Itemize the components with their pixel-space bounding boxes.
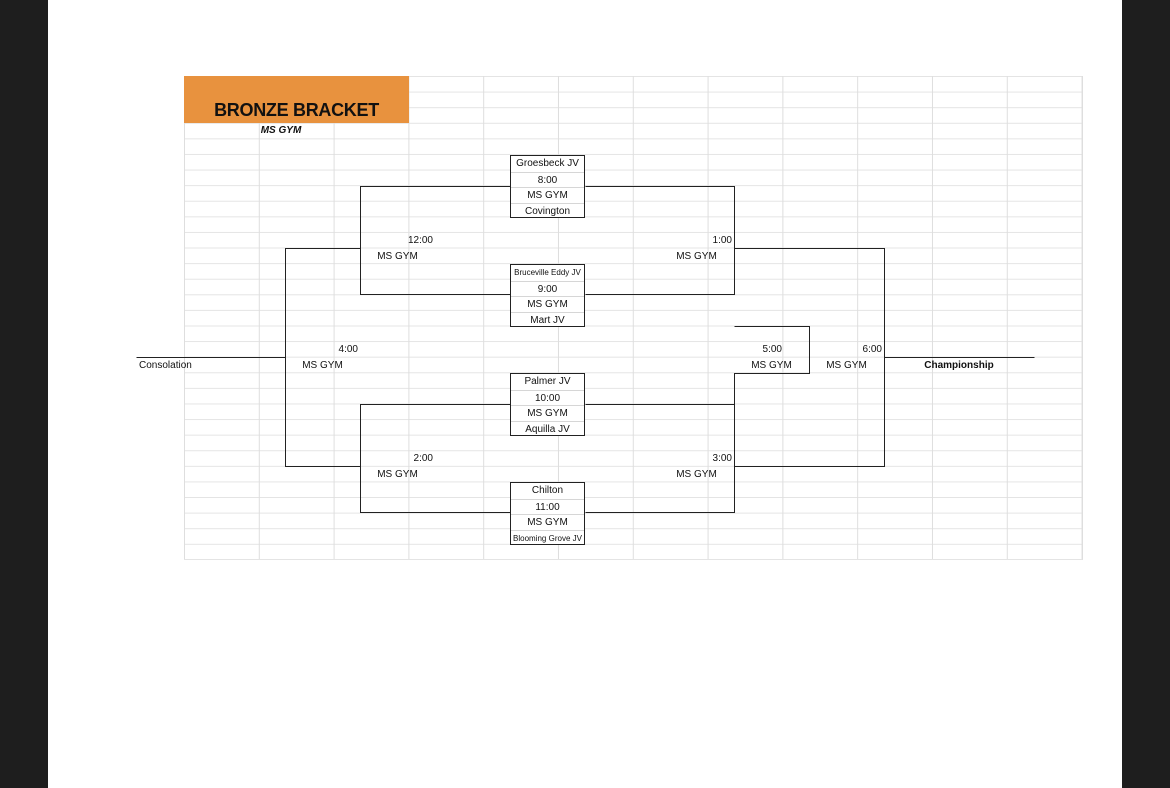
- championship-label: Championship: [924, 360, 994, 371]
- title-banner: [184, 76, 409, 123]
- game-time: 11:00: [511, 498, 584, 515]
- game-time: 8:00: [511, 171, 584, 188]
- final-venue: MS GYM: [826, 360, 867, 371]
- game-12-time: 12:00: [407, 235, 433, 246]
- team-bottom: Mart JV: [511, 311, 584, 328]
- connector-game-12: [360, 186, 511, 295]
- final-time: 6:00: [862, 344, 882, 355]
- game-time: 10:00: [511, 389, 584, 406]
- game-box-4: Chilton 11:00 MS GYM Blooming Grove JV: [510, 482, 585, 545]
- consolation-label: Consolation: [139, 360, 192, 371]
- team-bottom: Aquilla JV: [511, 420, 584, 437]
- game-venue: MS GYM: [511, 514, 584, 530]
- game-2-venue: MS GYM: [377, 469, 418, 480]
- team-top: Chilton: [531, 485, 564, 496]
- team-top: Groesbeck JV: [516, 158, 579, 169]
- game-time: 9:00: [511, 280, 584, 297]
- game-box-3: Palmer JV 10:00 MS GYM Aquilla JV: [510, 373, 585, 436]
- game-venue: MS GYM: [511, 187, 584, 203]
- game-1-time: 1:00: [712, 235, 732, 246]
- game-venue: MS GYM: [511, 296, 584, 312]
- bracket-title: BRONZE BRACKET: [214, 100, 379, 120]
- semifinal-venue: MS GYM: [751, 360, 792, 371]
- team-bottom: Blooming Grove JV: [511, 529, 584, 546]
- game-1-venue: MS GYM: [676, 251, 717, 262]
- game-box-2: Bruceville Eddy JV 9:00 MS GYM Mart JV: [510, 264, 585, 327]
- semifinal-time: 5:00: [762, 344, 782, 355]
- game-3-venue: MS GYM: [676, 469, 717, 480]
- connector-consolation: [285, 248, 361, 467]
- bracket-lines: [136, 186, 1035, 513]
- connector-game-2: [360, 404, 511, 513]
- document-page: BRONZE BRACKET MS GYM Groesbeck JV 8:00 …: [48, 0, 1122, 788]
- consolation-time: 4:00: [338, 344, 358, 355]
- game-box-1: Groesbeck JV 8:00 MS GYM Covington: [510, 155, 585, 218]
- game-2-time: 2:00: [413, 453, 433, 464]
- team-top: Bruceville Eddy JV: [514, 268, 581, 277]
- connector-game-1: [585, 186, 735, 295]
- team-top: Palmer JV: [524, 376, 571, 387]
- game-12-venue: MS GYM: [377, 251, 418, 262]
- connector-semifinal: [734, 326, 810, 405]
- bracket-subtitle: MS GYM: [260, 125, 302, 136]
- game-venue: MS GYM: [511, 405, 584, 421]
- spreadsheet-grid: [184, 76, 1083, 560]
- connector-game-3: [585, 404, 735, 513]
- team-bottom: Covington: [511, 202, 584, 219]
- consolation-venue: MS GYM: [302, 360, 343, 371]
- game-3-time: 3:00: [712, 453, 732, 464]
